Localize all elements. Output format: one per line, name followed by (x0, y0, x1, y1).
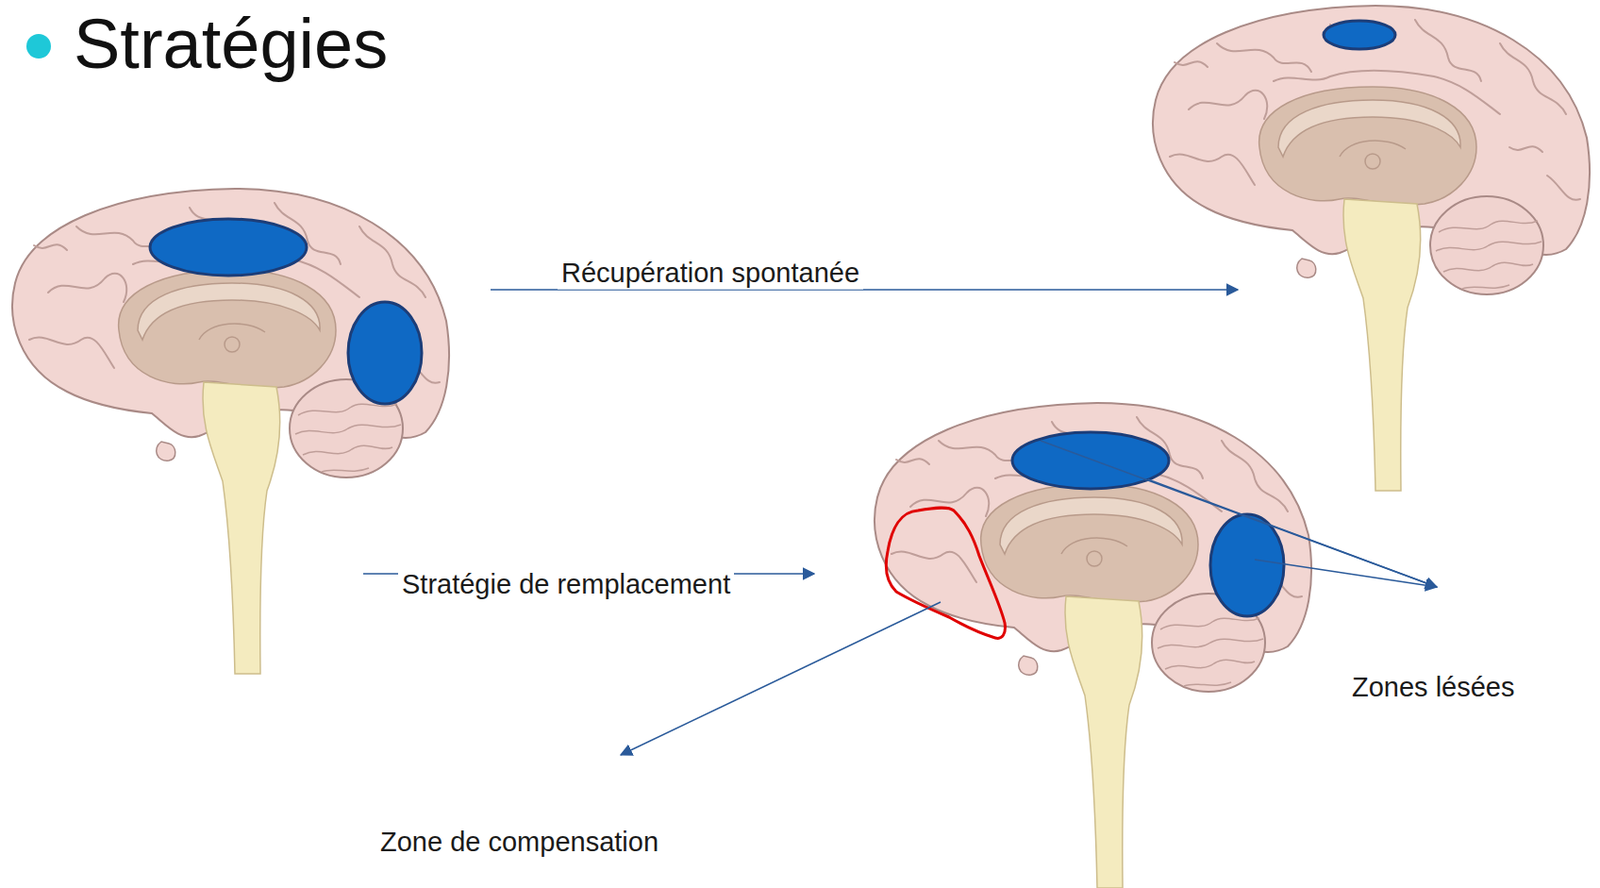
callout-label: Zones lésées (1348, 670, 1519, 704)
brain-compensated (874, 402, 1312, 888)
callout-label: Zone de compensation (376, 825, 663, 859)
lesion-zone (1323, 20, 1396, 50)
leader-line (620, 601, 941, 755)
arrow-label: Récupération spontanée (557, 256, 864, 290)
leader-line (1254, 559, 1437, 587)
brain-before (12, 188, 450, 674)
title-bullet (26, 33, 51, 59)
lesion-zone (1210, 514, 1284, 617)
lesion-zone (348, 301, 422, 404)
arrow-label: Stratégie de remplacement (398, 567, 734, 601)
lesion-zone (150, 218, 307, 276)
leader-line (1040, 440, 1437, 587)
leader-line (1148, 479, 1437, 587)
lesion-zone (1012, 432, 1169, 489)
brain-recovered (1152, 5, 1590, 491)
slide-title: Stratégies (73, 9, 388, 80)
strategy-arrow (490, 288, 1238, 291)
compensation-outline (885, 507, 1005, 638)
